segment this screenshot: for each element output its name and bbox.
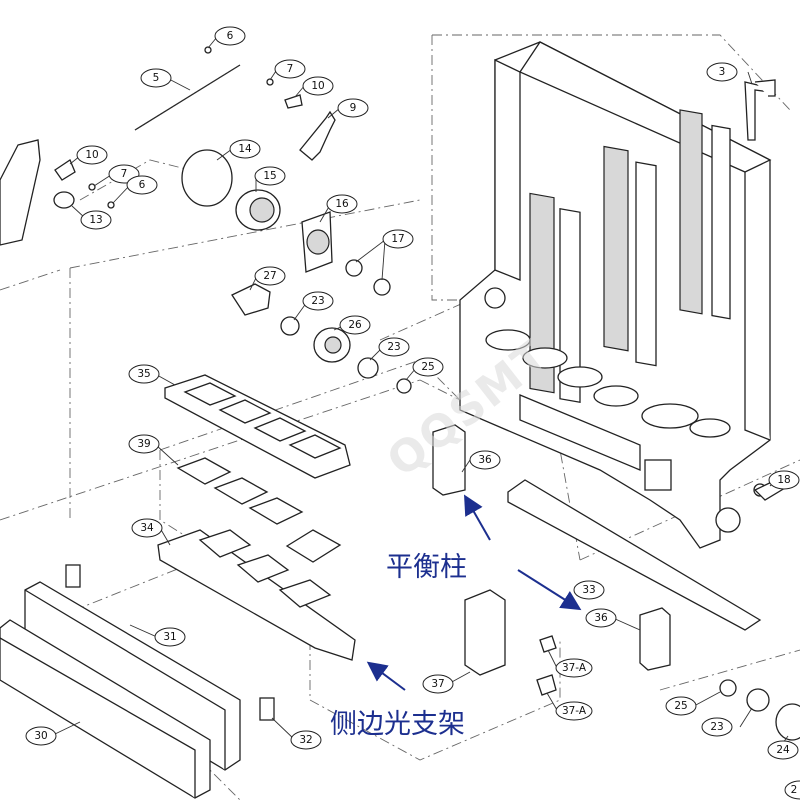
svg-text:5: 5	[153, 72, 160, 84]
svg-text:37-A: 37-A	[562, 662, 587, 674]
callout-6-left: 6	[126, 175, 158, 195]
callout-23: 23	[302, 291, 334, 311]
callout-9: 9	[337, 98, 369, 118]
callout-26: 26	[339, 315, 371, 335]
part-37-block	[464, 589, 557, 696]
callout-18: 18	[768, 470, 800, 490]
callout-34: 34	[131, 518, 163, 538]
callout-37a-upper: 37-A	[555, 658, 593, 678]
callout-32: 32	[290, 730, 322, 750]
callout-35: 35	[128, 364, 160, 384]
svg-text:6: 6	[227, 30, 234, 42]
callout-30: 30	[25, 726, 57, 746]
svg-text:37: 37	[431, 678, 444, 690]
callout-23-bottom: 23	[701, 717, 733, 737]
callout-27: 27	[254, 266, 286, 286]
callout-7: 7	[274, 59, 306, 79]
callout-33: 33	[573, 580, 605, 600]
pulleys-and-bearings	[181, 149, 412, 394]
side-bars	[0, 564, 275, 799]
svg-text:33: 33	[582, 584, 595, 596]
arrow-to-bracket-34	[366, 661, 406, 691]
svg-text:25: 25	[674, 700, 687, 712]
callout-16: 16	[326, 194, 358, 214]
part-3-bracket	[744, 79, 776, 141]
balance-column-annotation: 平衡柱	[386, 494, 582, 611]
arrow-to-rail-33	[517, 569, 582, 611]
spring-and-fasteners	[0, 46, 336, 246]
svg-text:23: 23	[387, 341, 400, 353]
svg-text:36: 36	[478, 454, 492, 466]
svg-text:25: 25	[421, 361, 434, 373]
svg-text:39: 39	[137, 438, 150, 450]
svg-text:23: 23	[311, 295, 324, 307]
callout-37: 37	[422, 674, 454, 694]
svg-text:37-A: 37-A	[562, 705, 587, 717]
callout-5: 5	[140, 68, 172, 88]
svg-text:14: 14	[238, 143, 252, 155]
svg-text:15: 15	[263, 170, 276, 182]
callout-36: 36	[469, 450, 501, 470]
callout-3: 3	[706, 62, 738, 82]
svg-text:16: 16	[335, 198, 349, 210]
svg-text:9: 9	[350, 102, 357, 114]
balance-column-label: 平衡柱	[386, 552, 467, 583]
svg-text:30: 30	[34, 730, 47, 742]
svg-text:26: 26	[348, 319, 362, 331]
callout-17: 17	[382, 229, 414, 249]
svg-text:18: 18	[777, 474, 790, 486]
svg-text:10: 10	[85, 149, 98, 161]
callout-25: 25	[412, 357, 444, 377]
callout-10: 10	[302, 76, 334, 96]
callout-15: 15	[254, 166, 286, 186]
callout-6: 6	[214, 26, 246, 46]
callout-10-left: 10	[76, 145, 108, 165]
callout-31: 31	[154, 627, 186, 647]
svg-text:2: 2	[791, 784, 798, 796]
svg-text:3: 3	[719, 66, 726, 78]
callout-36-right: 36	[585, 608, 617, 628]
svg-text:27: 27	[263, 270, 276, 282]
svg-text:32: 32	[299, 734, 312, 746]
side-light-bracket-annotation: 侧边光支架	[330, 661, 465, 740]
callout-23-second: 23	[378, 337, 410, 357]
bottom-right-bearings	[719, 679, 800, 741]
callout-25-bottom: 25	[665, 696, 697, 716]
callout-39: 39	[128, 434, 160, 454]
svg-text:7: 7	[287, 63, 294, 75]
callout-24: 24	[767, 740, 799, 760]
arrow-to-column-36	[464, 494, 491, 541]
side-light-assembly	[157, 374, 356, 661]
svg-text:35: 35	[137, 368, 150, 380]
svg-text:7: 7	[121, 168, 128, 180]
callout-13: 13	[80, 210, 112, 230]
svg-text:17: 17	[391, 233, 404, 245]
svg-text:6: 6	[139, 179, 146, 191]
side-light-bracket-label: 侧边光支架	[330, 709, 465, 740]
svg-text:13: 13	[89, 214, 102, 226]
callout-2-partial: 2	[784, 780, 800, 800]
callout-37a-lower: 37-A	[555, 701, 593, 721]
svg-text:34: 34	[140, 522, 154, 534]
svg-text:31: 31	[163, 631, 176, 643]
svg-text:24: 24	[776, 744, 790, 756]
main-frame	[459, 41, 772, 549]
callout-14: 14	[229, 139, 261, 159]
svg-text:10: 10	[311, 80, 324, 92]
svg-text:36: 36	[594, 612, 608, 624]
svg-text:23: 23	[710, 721, 723, 733]
balance-columns	[432, 424, 792, 671]
